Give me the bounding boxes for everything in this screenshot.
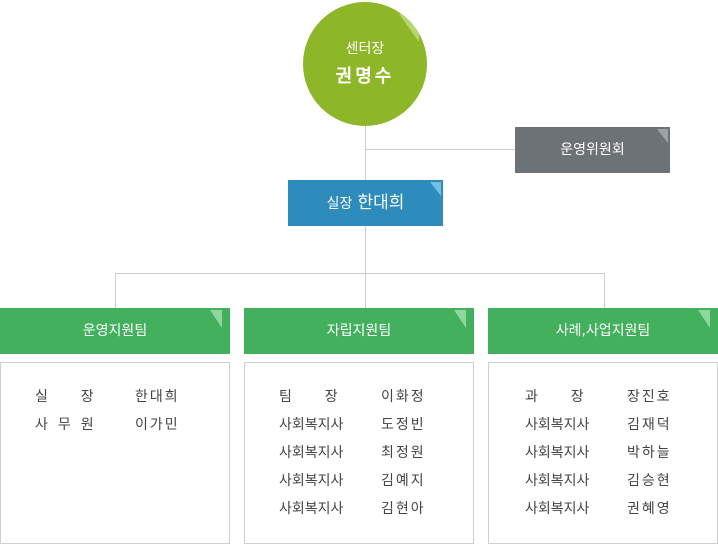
member-role: 사무원 [35, 417, 104, 433]
director-name: 권명수 [335, 66, 395, 87]
member-row: 사회복지사 김예지 [245, 467, 473, 495]
member-name: 이가민 [135, 417, 180, 433]
member-name: 김승현 [627, 473, 672, 489]
corner-accent [430, 182, 441, 196]
corner-accent [210, 310, 222, 328]
member-name: 한대희 [135, 389, 180, 405]
corner-accent [454, 310, 466, 328]
director-node: 센터장 권명수 [303, 2, 427, 126]
member-row: 사무원 이가민 [1, 411, 229, 439]
member-row: 과 장 장진호 [489, 383, 717, 411]
chief-name: 한대희 [357, 193, 405, 213]
connector-team-1 [115, 273, 116, 308]
member-row: 사회복지사 최정원 [245, 439, 473, 467]
committee-node: 운영위원회 [515, 127, 670, 173]
member-role: 팀 장 [279, 389, 346, 405]
team-name: 자립지원팀 [326, 323, 392, 339]
chief-role: 실장 [326, 196, 353, 212]
member-role: 사회복지사 [279, 445, 344, 461]
member-role: 사회복지사 [525, 501, 590, 517]
member-role: 사회복지사 [279, 501, 344, 517]
member-name: 권혜영 [627, 501, 672, 517]
team-head-independence: 자립지원팀 [244, 308, 474, 354]
member-name: 김예지 [381, 473, 426, 489]
team-head-casework: 사례,사업지원팀 [488, 308, 718, 354]
connector-team-bar [115, 273, 605, 274]
director-title: 센터장 [345, 41, 385, 57]
member-name: 박하늘 [627, 445, 672, 461]
corner-accent [399, 14, 419, 42]
member-row: 팀 장 이화정 [245, 383, 473, 411]
member-role: 사회복지사 [525, 473, 590, 489]
chief-node: 실장 한대희 [288, 180, 443, 226]
connector-committee [365, 149, 515, 150]
member-row: 사회복지사 김재덕 [489, 411, 717, 439]
team-members-operations: 실 장 한대희 사무원 이가민 [0, 362, 230, 544]
member-role: 사회복지사 [279, 473, 344, 489]
team-head-operations: 운영지원팀 [0, 308, 230, 354]
committee-label: 운영위원회 [560, 142, 625, 158]
member-name: 김현아 [381, 501, 426, 517]
member-row: 사회복지사 도정빈 [245, 411, 473, 439]
member-role: 과 장 [525, 389, 592, 405]
team-name: 운영지원팀 [82, 323, 148, 339]
member-name: 최정원 [381, 445, 426, 461]
member-name: 이화정 [381, 389, 426, 405]
member-role: 사회복지사 [525, 445, 590, 461]
member-row: 사회복지사 김승현 [489, 467, 717, 495]
member-name: 도정빈 [381, 417, 426, 433]
connector-chief-teams [365, 226, 366, 308]
member-role: 사회복지사 [279, 417, 344, 433]
team-name: 사례,사업지원팀 [555, 323, 651, 339]
team-members-casework: 과 장 장진호 사회복지사 김재덕 사회복지사 박하늘 사회복지사 김승현 사회… [488, 362, 718, 544]
member-row: 사회복지사 박하늘 [489, 439, 717, 467]
corner-accent [657, 129, 668, 143]
member-row: 사회복지사 김현아 [245, 495, 473, 523]
member-name: 장진호 [627, 389, 672, 405]
corner-accent [698, 310, 710, 328]
team-members-independence: 팀 장 이화정 사회복지사 도정빈 사회복지사 최정원 사회복지사 김예지 사회… [244, 362, 474, 544]
member-row: 사회복지사 권혜영 [489, 495, 717, 523]
member-row: 실 장 한대희 [1, 383, 229, 411]
connector-team-3 [604, 273, 605, 308]
member-role: 사회복지사 [525, 417, 590, 433]
member-role: 실 장 [35, 389, 102, 405]
connector-director-chief [365, 126, 366, 180]
member-name: 김재덕 [627, 417, 672, 433]
